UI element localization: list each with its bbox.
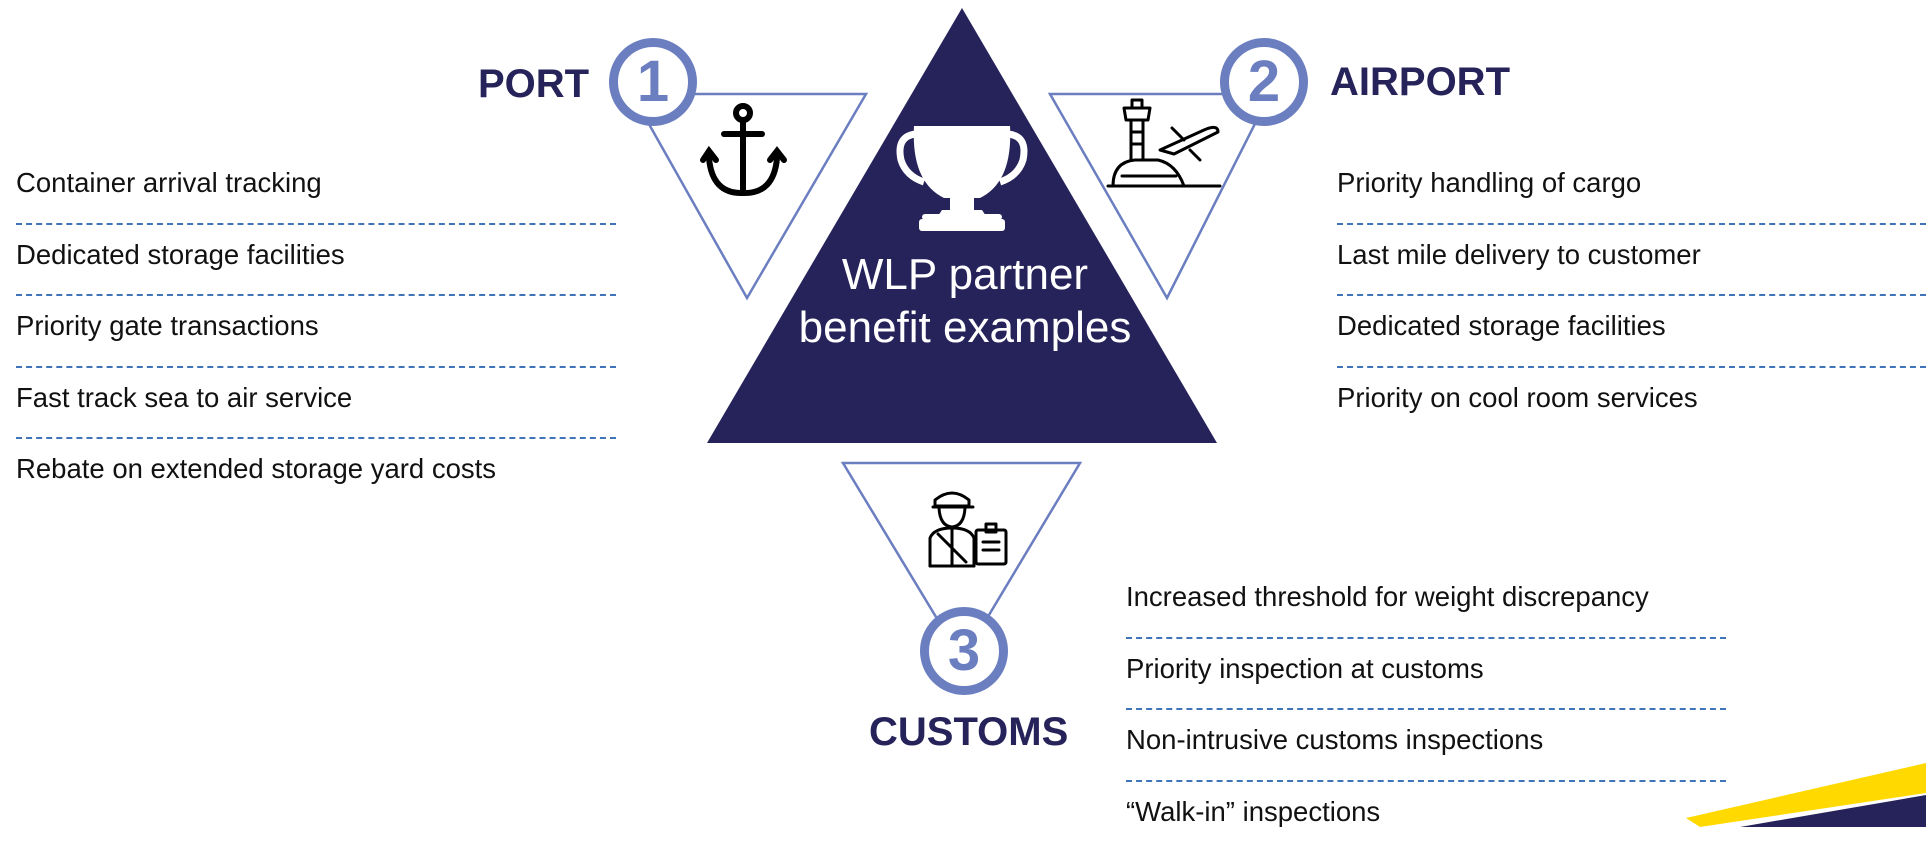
center-title-line2: benefit examples — [760, 301, 1170, 354]
port-benefits-list: Container arrival tracking Dedicated sto… — [16, 153, 616, 511]
airport-benefits-list: Priority handling of cargo Last mile del… — [1337, 153, 1926, 439]
port-benefit-item: Fast track sea to air service — [16, 368, 616, 440]
airport-benefit-item: Priority on cool room services — [1337, 368, 1926, 440]
customs-benefit-item: Priority inspection at customs — [1126, 639, 1726, 711]
port-number-badge: 1 — [609, 38, 697, 126]
customs-benefit-item: “Walk-in” inspections — [1126, 782, 1726, 853]
diagram-canvas: PORT AIRPORT CUSTOMS 1 2 3 WLP partner b… — [0, 0, 1926, 827]
customs-benefits-list: Increased threshold for weight discrepan… — [1126, 567, 1726, 853]
port-benefit-item: Rebate on extended storage yard costs — [16, 439, 616, 511]
airport-title: AIRPORT — [1330, 60, 1510, 105]
center-title: WLP partner benefit examples — [760, 248, 1170, 354]
customs-benefit-item: Increased threshold for weight discrepan… — [1126, 567, 1726, 639]
port-benefit-item: Dedicated storage facilities — [16, 225, 616, 297]
airport-benefit-item: Dedicated storage facilities — [1337, 296, 1926, 368]
port-benefit-item: Priority gate transactions — [16, 296, 616, 368]
port-benefit-item: Container arrival tracking — [16, 153, 616, 225]
airport-number-badge: 2 — [1220, 38, 1308, 126]
port-title: PORT — [478, 62, 589, 107]
airport-benefit-item: Last mile delivery to customer — [1337, 225, 1926, 297]
customs-title: CUSTOMS — [869, 710, 1068, 755]
center-title-line1: WLP partner — [760, 248, 1170, 301]
airport-benefit-item: Priority handling of cargo — [1337, 153, 1926, 225]
customs-benefit-item: Non-intrusive customs inspections — [1126, 710, 1726, 782]
customs-number-badge: 3 — [920, 607, 1008, 695]
